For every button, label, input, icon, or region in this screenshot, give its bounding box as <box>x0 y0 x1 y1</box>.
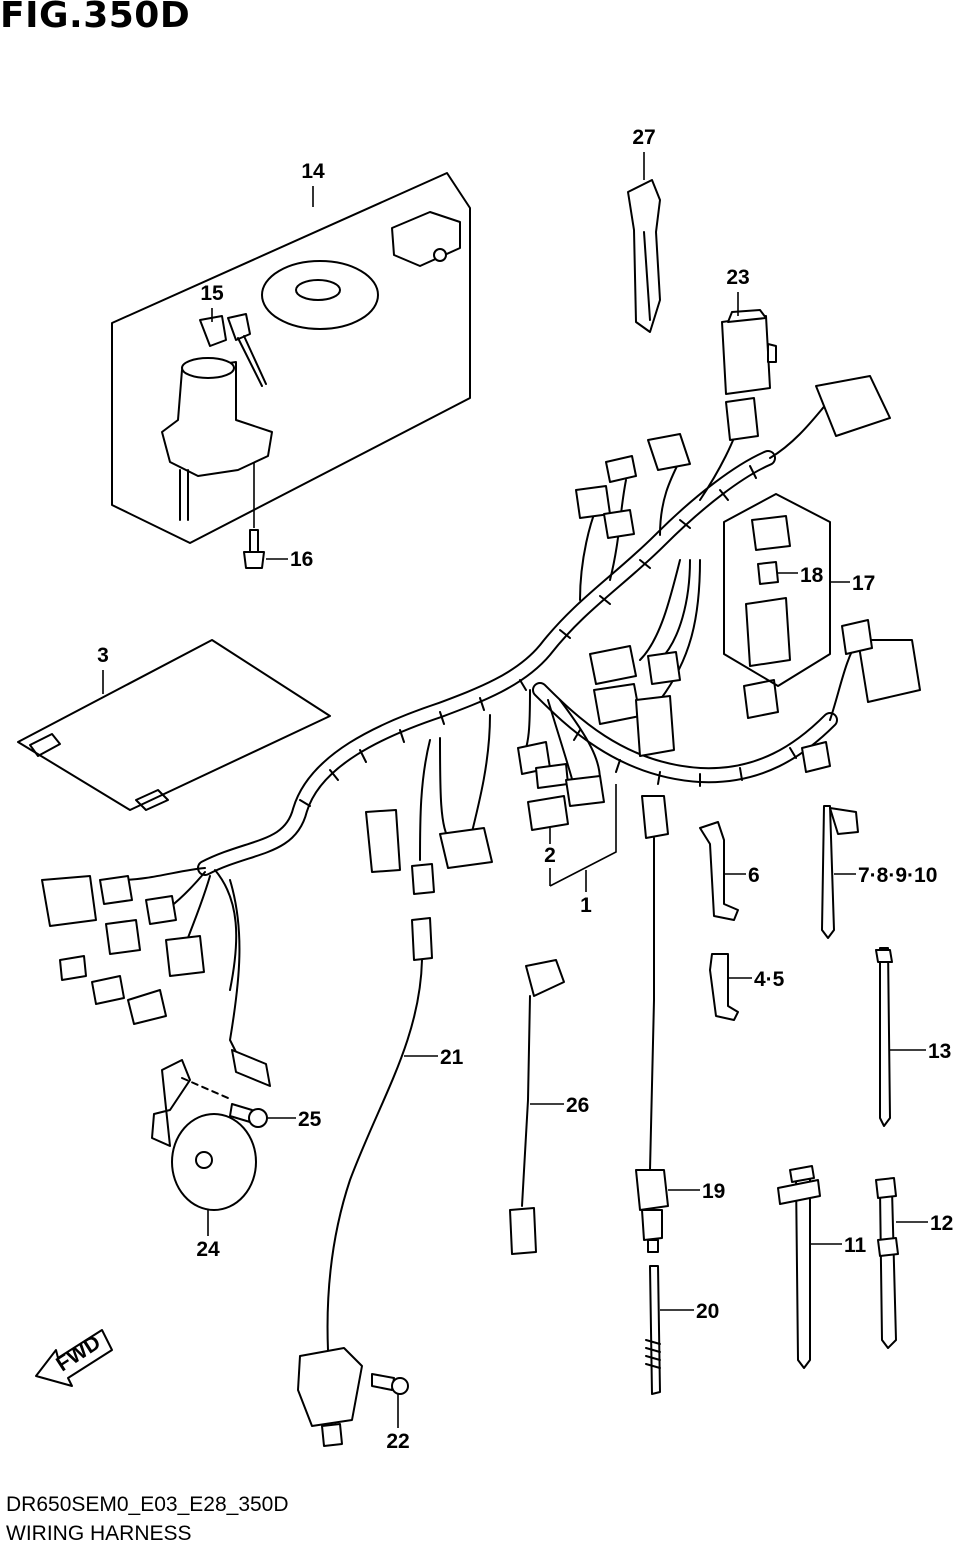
callout-21: 21 <box>440 1046 464 1069</box>
band-7-10[interactable] <box>821 805 859 939</box>
diagram-title: WIRING HARNESS <box>6 1522 192 1545</box>
clamp-6[interactable] <box>699 821 739 921</box>
cable-tie-11[interactable] <box>777 1165 821 1369</box>
cable-tie-12[interactable] <box>875 1177 899 1349</box>
band-13[interactable] <box>875 947 893 1127</box>
ignition-switch-set[interactable] <box>111 172 471 544</box>
callout-24: 24 <box>196 1238 220 1261</box>
figure-title: FIG.350D <box>0 0 191 36</box>
callout-22: 22 <box>386 1430 409 1453</box>
screw-22[interactable] <box>371 1373 409 1395</box>
callout-25: 25 <box>298 1108 322 1131</box>
callout-17: 17 <box>852 572 875 595</box>
callout-11: 11 <box>844 1234 867 1257</box>
forward-direction-arrow: FWD <box>35 1329 113 1387</box>
callout-6: 6 <box>748 864 760 887</box>
callout-3: 3 <box>97 644 109 667</box>
diagram-code: DR650SEM0_E03_E28_350D <box>6 1493 289 1516</box>
wiring-harness-1[interactable] <box>41 375 921 1087</box>
screw-16[interactable] <box>243 462 265 569</box>
callout-2: 2 <box>544 844 556 867</box>
callout-12: 12 <box>930 1212 953 1235</box>
relay-23[interactable] <box>721 309 777 395</box>
switch-21[interactable] <box>297 917 433 1447</box>
callout-23: 23 <box>726 266 749 289</box>
callout-15: 15 <box>200 282 224 305</box>
callout-13: 13 <box>928 1040 951 1063</box>
key-blank-27[interactable] <box>627 179 661 333</box>
callout-4-5: 4·5 <box>754 968 785 991</box>
callout-19: 19 <box>702 1180 725 1203</box>
callout-14: 14 <box>301 160 325 183</box>
callout-1: 1 <box>580 894 592 917</box>
callout-20: 20 <box>696 1300 719 1323</box>
clamp-4-5[interactable] <box>709 953 739 1021</box>
sensor-26[interactable] <box>509 959 565 1255</box>
callout-26: 26 <box>566 1094 589 1117</box>
callout-27: 27 <box>632 126 655 149</box>
label-sheet-3[interactable] <box>17 639 331 811</box>
fuse-box-17[interactable] <box>723 493 831 687</box>
callout-7-10: 7·8·9·10 <box>858 864 937 887</box>
bolt-25[interactable] <box>229 1103 268 1128</box>
callout-16: 16 <box>290 548 313 571</box>
rod-20[interactable] <box>645 1265 661 1395</box>
callout-18: 18 <box>800 564 824 587</box>
switch-19[interactable] <box>635 795 669 1253</box>
horn-24[interactable] <box>151 1059 257 1211</box>
